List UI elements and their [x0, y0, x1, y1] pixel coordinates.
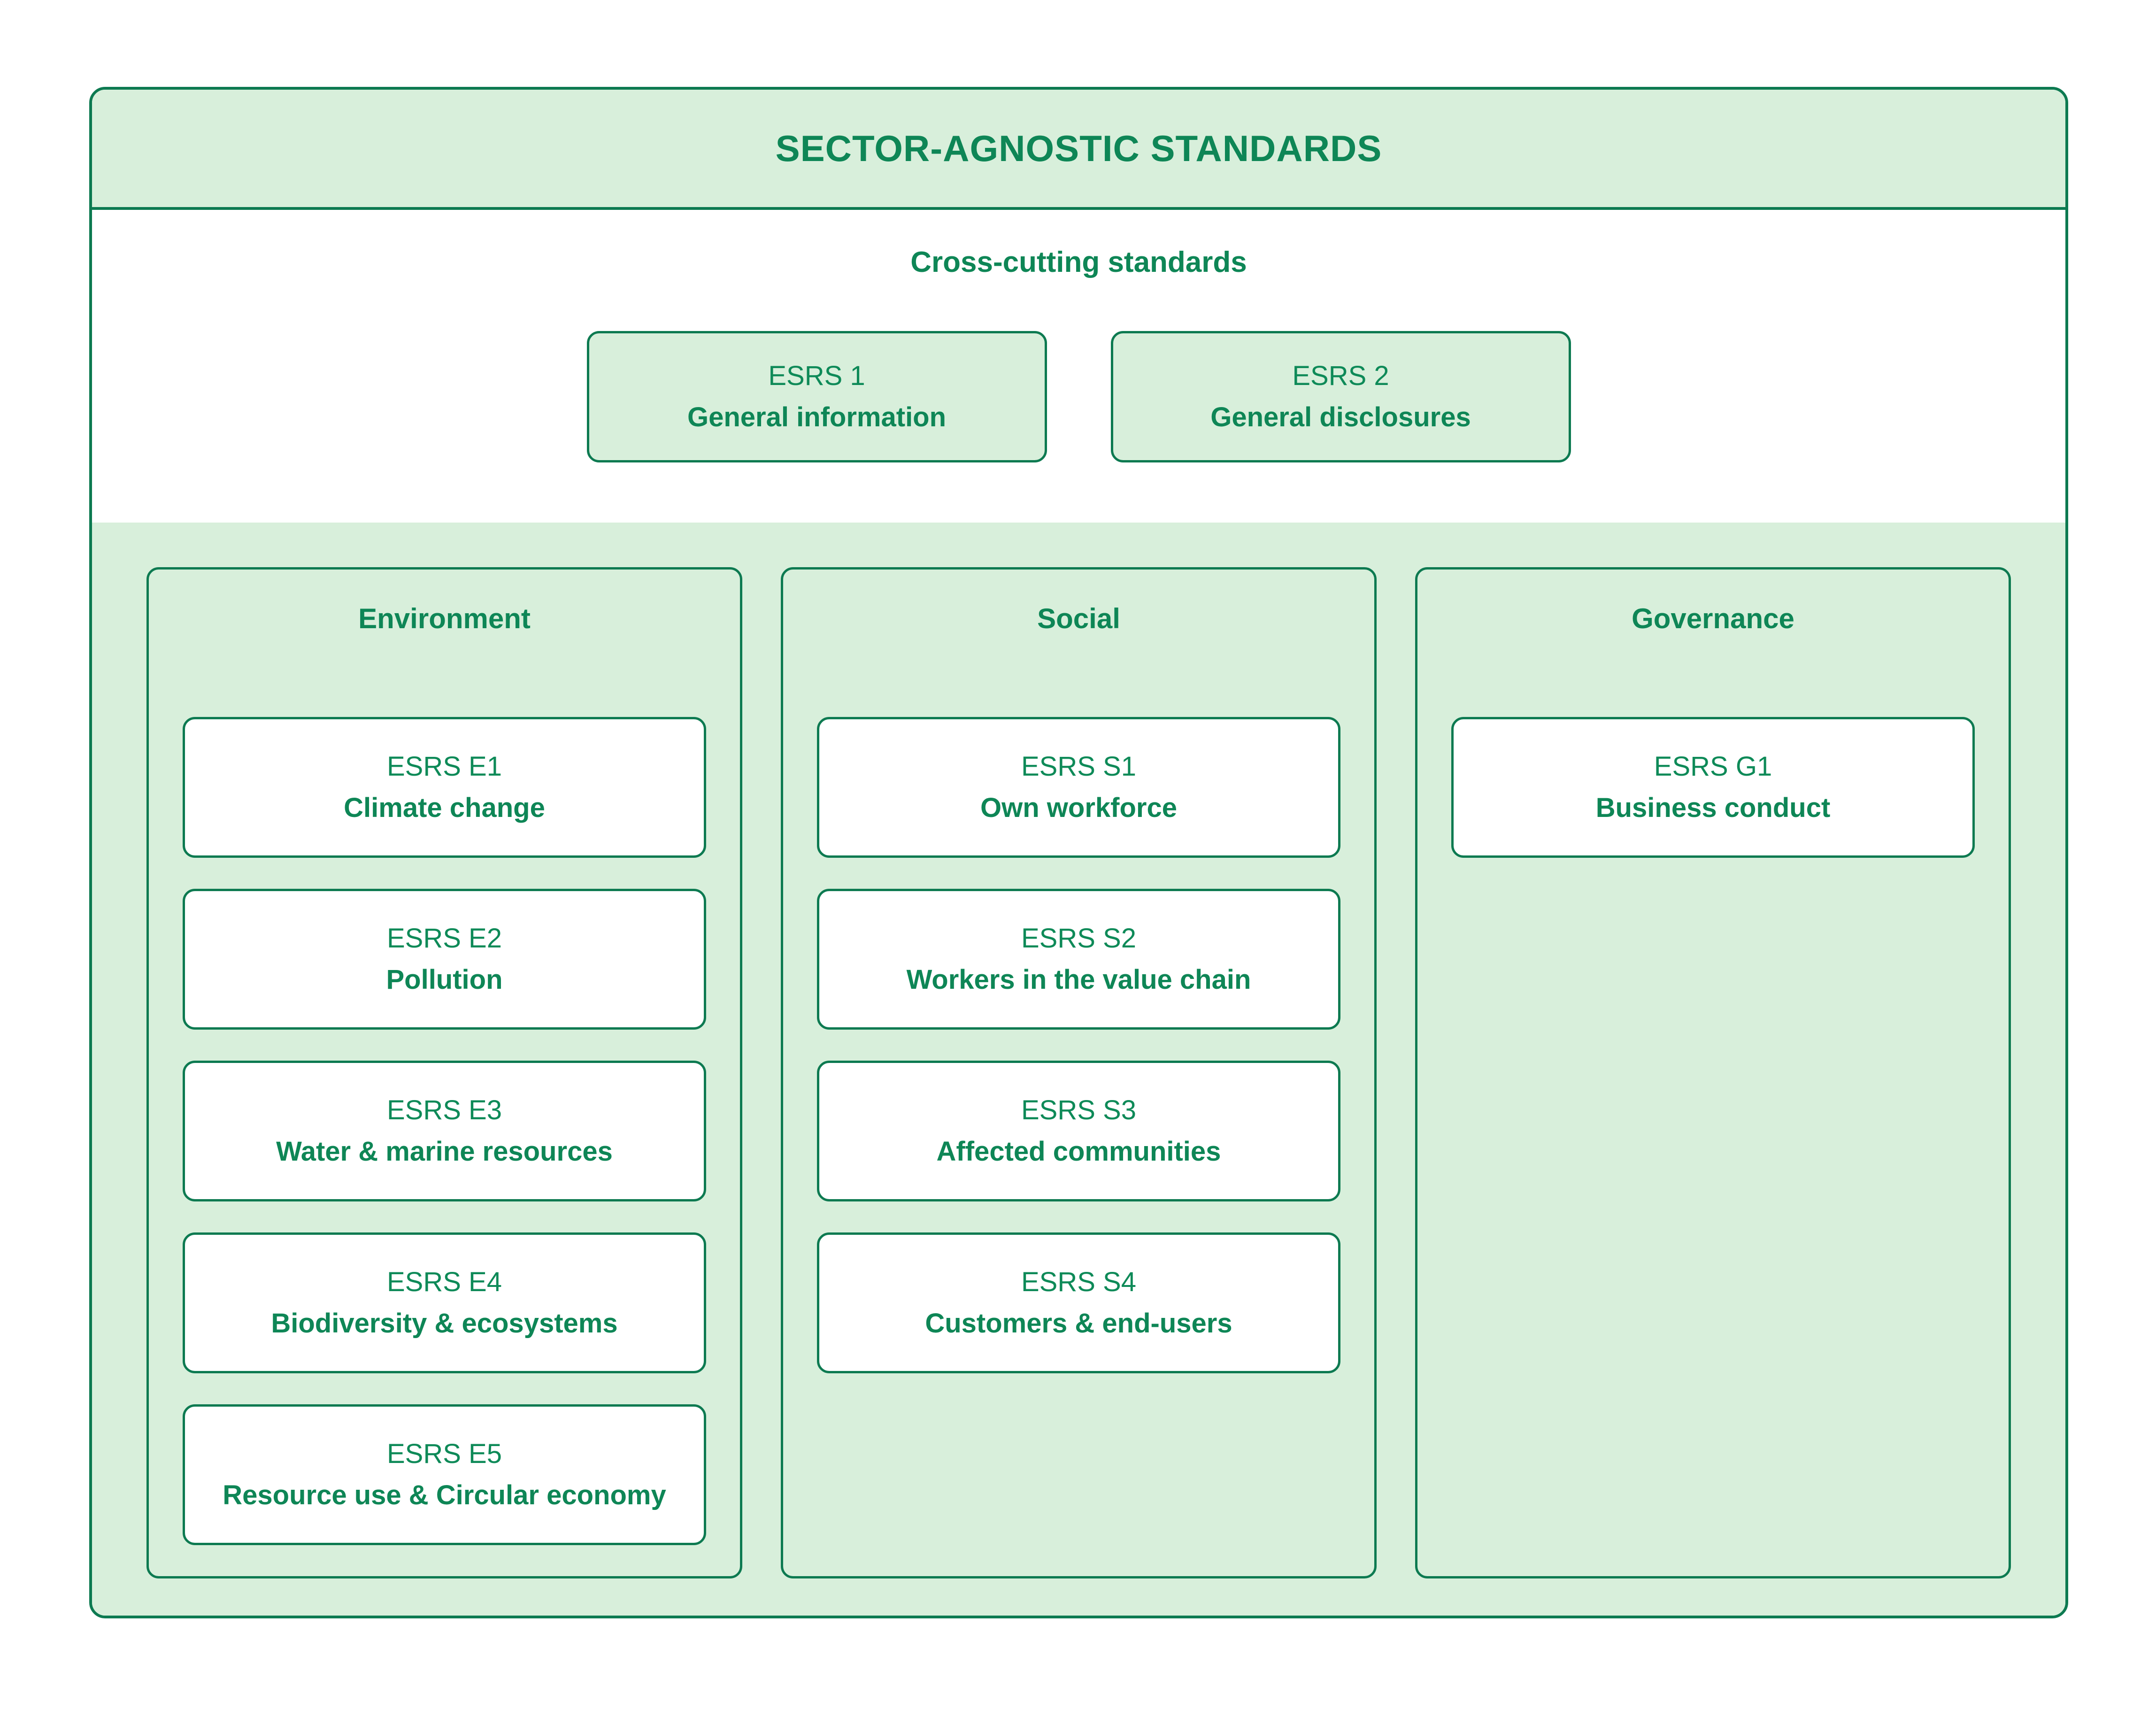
- cross-cutting-title: Cross-cutting standards: [910, 246, 1247, 278]
- esrs-e2-name: Pollution: [386, 964, 503, 995]
- esrs-2-box: ESRS 2 General disclosures: [1110, 331, 1571, 463]
- esrs-e2-code: ESRS E2: [387, 923, 502, 954]
- pillar-governance: Governance ESRS G1 Business conduct: [1415, 567, 2011, 1578]
- esrs-e1-box: ESRS E1 Climate change: [183, 717, 706, 858]
- esrs-s3-box: ESRS S3 Affected communities: [817, 1061, 1340, 1201]
- esrs-2-code: ESRS 2: [1292, 361, 1389, 392]
- cross-cutting-boxes-row: ESRS 1 General information ESRS 2 Genera…: [586, 331, 1571, 463]
- esrs-s2-code: ESRS S2: [1021, 923, 1136, 954]
- esrs-s1-name: Own workforce: [980, 793, 1177, 823]
- pillar-social: Social ESRS S1 Own workforce ESRS S2 Wor…: [781, 567, 1377, 1578]
- page-title: SECTOR-AGNOSTIC STANDARDS: [775, 127, 1382, 169]
- esrs-e4-code: ESRS E4: [387, 1267, 502, 1297]
- esrs-e1-code: ESRS E1: [387, 751, 502, 782]
- esrs-s4-box: ESRS S4 Customers & end-users: [817, 1232, 1340, 1373]
- esrs-e3-box: ESRS E3 Water & marine resources: [183, 1061, 706, 1201]
- pillar-environment: Environment ESRS E1 Climate change ESRS …: [146, 567, 742, 1578]
- esrs-s2-name: Workers in the value chain: [906, 964, 1251, 995]
- esrs-s3-name: Affected communities: [936, 1136, 1221, 1167]
- topical-standards-section: Environment ESRS E1 Climate change ESRS …: [92, 523, 2065, 1616]
- esrs-1-box: ESRS 1 General information: [586, 331, 1047, 463]
- esrs-2-name: General disclosures: [1210, 402, 1471, 433]
- environment-title: Environment: [358, 603, 531, 634]
- esrs-e1-name: Climate change: [344, 793, 545, 823]
- esrs-s4-code: ESRS S4: [1021, 1267, 1136, 1297]
- social-title: Social: [1037, 603, 1120, 634]
- sector-agnostic-standards-container: SECTOR-AGNOSTIC STANDARDS Cross-cutting …: [89, 87, 2068, 1618]
- governance-title: Governance: [1632, 603, 1794, 634]
- cross-cutting-section: Cross-cutting standards ESRS 1 General i…: [92, 210, 2065, 523]
- esrs-e4-box: ESRS E4 Biodiversity & ecosystems: [183, 1232, 706, 1373]
- esrs-e2-box: ESRS E2 Pollution: [183, 889, 706, 1030]
- esrs-s1-box: ESRS S1 Own workforce: [817, 717, 1340, 858]
- esrs-e3-code: ESRS E3: [387, 1095, 502, 1125]
- header-band: SECTOR-AGNOSTIC STANDARDS: [92, 90, 2065, 210]
- esrs-g1-code: ESRS G1: [1654, 751, 1772, 782]
- esrs-g1-box: ESRS G1 Business conduct: [1451, 717, 1975, 858]
- esrs-e5-box: ESRS E5 Resource use & Circular economy: [183, 1404, 706, 1545]
- esrs-e3-name: Water & marine resources: [276, 1136, 613, 1167]
- esrs-e4-name: Biodiversity & ecosystems: [271, 1308, 618, 1339]
- esrs-s1-code: ESRS S1: [1021, 751, 1136, 782]
- esrs-s2-box: ESRS S2 Workers in the value chain: [817, 889, 1340, 1030]
- esrs-s3-code: ESRS S3: [1021, 1095, 1136, 1125]
- esrs-e5-name: Resource use & Circular economy: [223, 1480, 666, 1510]
- esrs-1-code: ESRS 1: [768, 361, 865, 392]
- esrs-s4-name: Customers & end-users: [925, 1308, 1232, 1339]
- esrs-1-name: General information: [687, 402, 947, 433]
- esrs-e5-code: ESRS E5: [387, 1439, 502, 1469]
- esrs-g1-name: Business conduct: [1595, 793, 1831, 823]
